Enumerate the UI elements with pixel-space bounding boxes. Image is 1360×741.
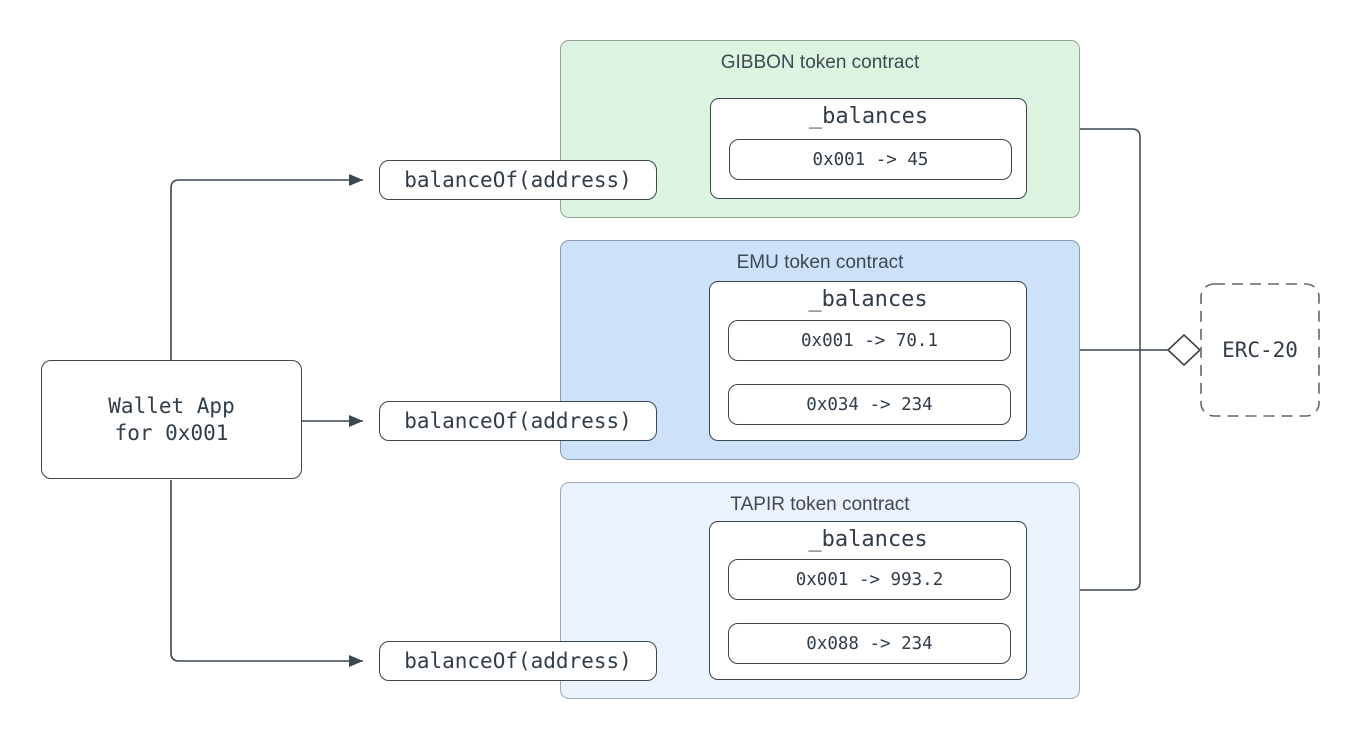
gibbon-balances-map: _balances 0x001 -> 45 [710, 98, 1027, 199]
gibbon-balance-entry: 0x001 -> 45 [729, 139, 1012, 180]
connector-gibbon-tapir-bus [1080, 128, 1141, 591]
balanceof-call-gibbon: balanceOf(address) [379, 160, 657, 200]
wallet-app-node: Wallet App for 0x001 [41, 360, 302, 479]
emu-contract-title: EMU token contract [736, 252, 904, 273]
arrow-wallet-to-gibbon [170, 174, 363, 360]
gibbon-balances-label: _balances [808, 104, 929, 129]
emu-balance-entry: 0x001 -> 70.1 [728, 320, 1011, 361]
emu-balances-label: _balances [808, 287, 928, 312]
interface-diamond-icon [1166, 333, 1202, 367]
tapir-balance-entry: 0x001 -> 993.2 [728, 559, 1011, 600]
tapir-balances-map: _balances 0x001 -> 993.2 0x088 -> 234 [709, 521, 1027, 680]
tapir-contract-box: TAPIR token contract _balances 0x001 -> … [560, 482, 1080, 699]
balanceof-call-tapir: balanceOf(address) [379, 641, 657, 681]
erc20-interface-label: ERC-20 [1222, 338, 1298, 362]
erc20-interface-box [1200, 283, 1320, 417]
tapir-balances-label: _balances [808, 527, 928, 552]
emu-balance-entry: 0x034 -> 234 [728, 384, 1011, 425]
wallet-label-line1: Wallet App [108, 393, 235, 418]
emu-balances-map: _balances 0x001 -> 70.1 0x034 -> 234 [709, 281, 1027, 441]
gibbon-contract-title: GIBBON token contract [720, 52, 920, 73]
tapir-balance-entry: 0x088 -> 234 [728, 623, 1011, 664]
wallet-label-line2: for 0x001 [114, 420, 229, 445]
tapir-contract-title: TAPIR token contract [730, 494, 910, 515]
arrow-wallet-to-tapir [170, 480, 363, 667]
balanceof-call-emu: balanceOf(address) [379, 401, 657, 441]
